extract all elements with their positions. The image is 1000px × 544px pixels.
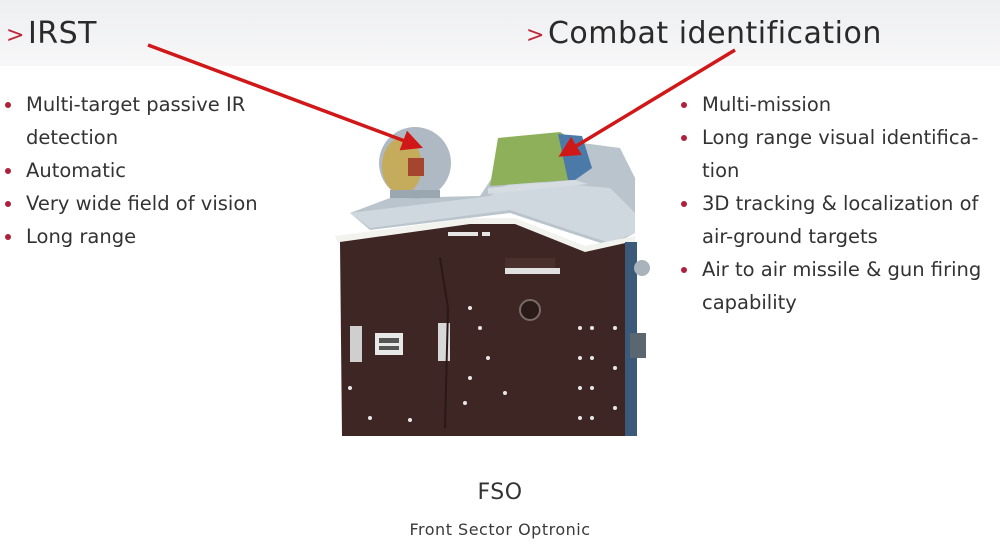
irst-feature-list: Multi-target passive IR detection Automa… <box>2 88 277 253</box>
list-item: Multi-mission <box>678 88 1000 121</box>
chevron-right-icon: > <box>6 23 25 48</box>
bullet-icon <box>5 234 11 240</box>
list-item: Long range visual identifica-tion <box>678 121 1000 187</box>
bullet-icon <box>5 201 11 207</box>
list-item: Automatic <box>2 154 277 187</box>
bullet-icon <box>681 102 687 108</box>
bullet-icon <box>681 267 687 273</box>
bullet-icon <box>5 168 11 174</box>
heading-irst: >IRST <box>6 16 97 51</box>
bullet-icon <box>681 135 687 141</box>
list-item: 3D tracking & localization of air-ground… <box>678 187 1000 253</box>
list-item: Air to air missile & gun firing capabili… <box>678 253 1000 319</box>
heading-combat-identification: >Combat identification <box>526 16 882 51</box>
fso-device-image <box>335 127 650 436</box>
list-item: Multi-target passive IR detection <box>2 88 277 154</box>
bullet-icon <box>681 201 687 207</box>
bullet-icon <box>5 102 11 108</box>
heading-irst-label: IRST <box>27 16 97 51</box>
chevron-right-icon: > <box>526 23 545 48</box>
list-item: Very wide field of vision <box>2 187 277 220</box>
list-item: Long range <box>2 220 277 253</box>
heading-combat-label: Combat identification <box>547 16 882 51</box>
caption-subtitle: Front Sector Optronic <box>409 520 591 539</box>
combat-identification-feature-list: Multi-mission Long range visual identifi… <box>678 88 1000 319</box>
caption-title: FSO <box>477 480 523 505</box>
